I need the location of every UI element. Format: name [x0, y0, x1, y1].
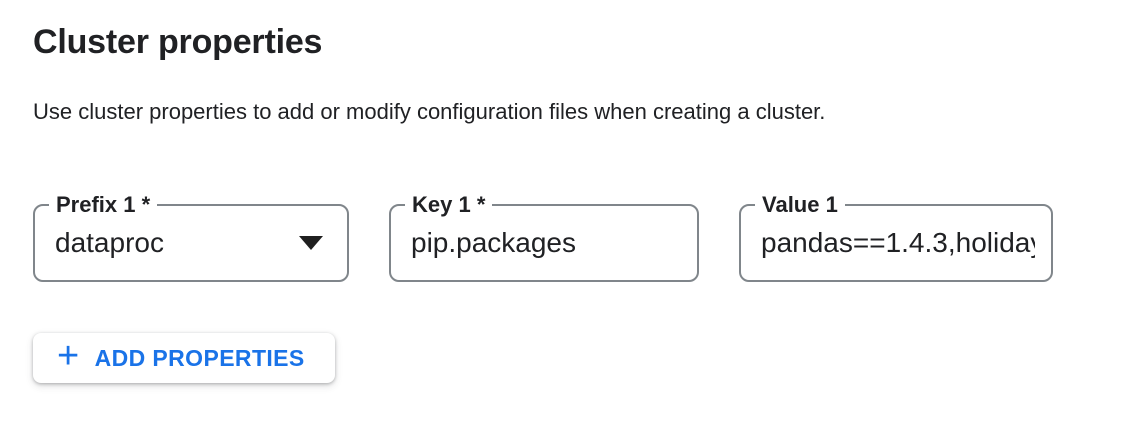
value-field: Value 1: [739, 191, 1053, 282]
property-row: Prefix 1 * dataproc Key 1 * Value 1: [33, 191, 1122, 282]
key-field: Key 1 *: [389, 191, 699, 282]
value-label: Value 1: [755, 191, 845, 219]
dropdown-arrow-icon: [299, 236, 323, 250]
key-label: Key 1 *: [405, 191, 493, 219]
section-description: Use cluster properties to add or modify …: [33, 99, 826, 124]
prefix-label: Prefix 1 *: [49, 191, 158, 219]
prefix-selected-value: dataproc: [55, 227, 164, 258]
add-properties-button[interactable]: + ADD PROPERTIES: [33, 333, 335, 383]
add-properties-label: ADD PROPERTIES: [94, 344, 305, 371]
plus-icon: +: [57, 335, 80, 377]
cluster-properties-panel: Cluster properties Use cluster propertie…: [33, 23, 1122, 383]
prefix-select-field[interactable]: Prefix 1 * dataproc: [33, 191, 349, 282]
section-title: Cluster properties: [33, 23, 323, 61]
